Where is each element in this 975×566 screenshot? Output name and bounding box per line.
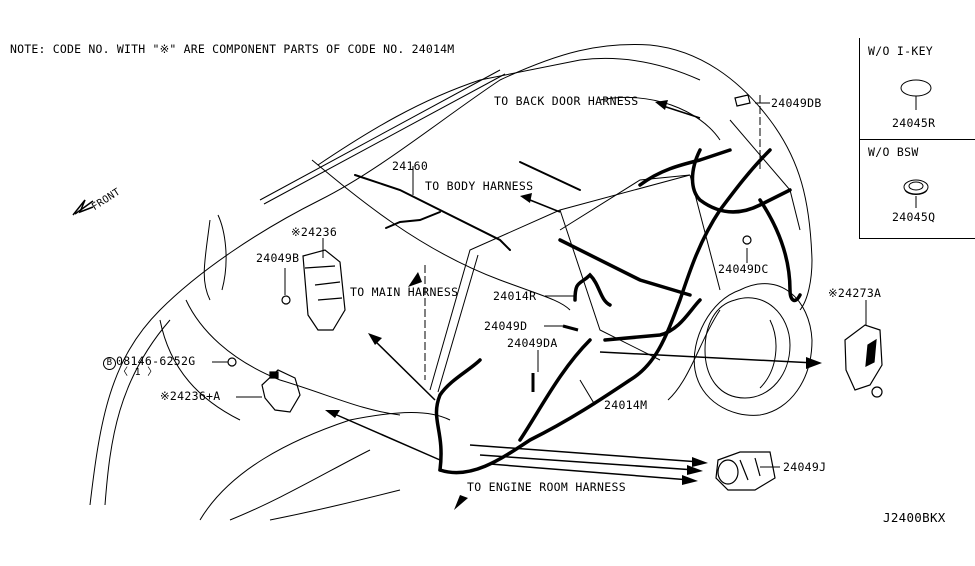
to-engine-room-harness-label: TO ENGINE ROOM HARNESS <box>467 480 626 494</box>
part-number-24014R[interactable]: 24014R <box>493 289 537 303</box>
part-number-24273A[interactable]: ※24273A <box>828 286 882 300</box>
part-number-24049J[interactable]: 24049J <box>783 460 827 474</box>
inset-divider <box>860 139 975 140</box>
bolt-quantity: 〈 1 〉 <box>118 367 158 378</box>
vehicle-outline <box>89 44 813 521</box>
roof-harness-24160 <box>354 161 581 251</box>
part-number-24045R[interactable]: 24045R <box>892 116 936 130</box>
front-arrow-icon <box>72 199 94 216</box>
part-number-24014M[interactable]: 24014M <box>604 398 648 412</box>
part-number-24049B[interactable]: 24049B <box>256 251 300 265</box>
part-number-24045Q[interactable]: 24045Q <box>892 210 936 224</box>
connection-arrows <box>329 104 816 481</box>
part-number-24049DA[interactable]: 24049DA <box>507 336 558 350</box>
to-back-door-harness-label: TO BACK DOOR HARNESS <box>494 94 639 108</box>
inset-title-wo-bsw: W/O BSW <box>868 145 919 159</box>
arrowheads <box>325 100 822 510</box>
inset-title-wo-ikey: W/O I-KEY <box>868 44 934 58</box>
inset-panel: W/O I-KEY 24045R W/O BSW 24045Q <box>859 38 975 239</box>
part-number-24160[interactable]: 24160 <box>392 159 429 173</box>
part-number-24236-A[interactable]: ※24236+A <box>160 389 221 403</box>
bolt-type-b-icon: B <box>103 357 116 370</box>
wire-harness <box>434 148 802 475</box>
note-text: NOTE: CODE NO. WITH "※" ARE COMPONENT PA… <box>10 42 455 56</box>
bolt-part-number: 08146-6252G <box>116 354 196 368</box>
to-main-harness-label: TO MAIN HARNESS <box>350 285 459 299</box>
inset-parts <box>900 79 932 208</box>
part-number-24049DB[interactable]: 24049DB <box>771 96 822 110</box>
part-number-24236[interactable]: ※24236 <box>291 225 338 239</box>
part-number-24049D[interactable]: 24049D <box>484 319 528 333</box>
diagram-code: J2400BKX <box>883 510 946 525</box>
to-body-harness-label: TO BODY HARNESS <box>425 179 534 193</box>
component-shapes <box>227 94 883 491</box>
part-number-24049DC[interactable]: 24049DC <box>718 262 769 276</box>
leader-lines <box>212 95 867 468</box>
